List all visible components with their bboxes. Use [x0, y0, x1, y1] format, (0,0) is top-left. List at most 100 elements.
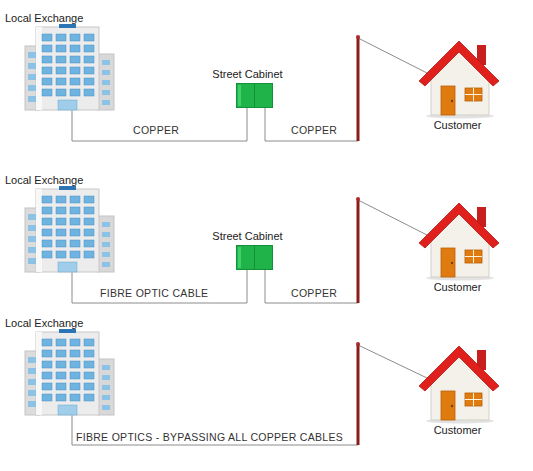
entrance: [58, 100, 77, 110]
window: [70, 394, 80, 401]
window: [42, 89, 52, 96]
window: [102, 365, 110, 370]
window-bar: [465, 256, 482, 257]
window: [84, 56, 94, 63]
window: [56, 372, 66, 379]
window: [56, 339, 66, 346]
window: [102, 395, 110, 400]
exchange-building: [25, 24, 115, 110]
node-label: Street Cabinet: [205, 230, 290, 243]
cabinet-highlight: [238, 85, 241, 106]
window: [102, 232, 110, 237]
door: [441, 86, 455, 115]
street-cabinet: [236, 83, 273, 108]
door-knob: [451, 262, 453, 264]
roof-sign: [59, 24, 76, 28]
window: [102, 60, 110, 65]
node-label: Local Exchange: [5, 174, 120, 187]
node-label: Local Exchange: [5, 12, 120, 25]
window: [28, 401, 36, 407]
door-knob: [451, 405, 453, 407]
right-wing: [98, 54, 114, 110]
street-cabinet: [236, 245, 273, 270]
roof-sign: [59, 186, 76, 190]
customer-node: Customer: [415, 340, 500, 437]
exchange-node: Local Exchange: [5, 174, 120, 272]
window: [84, 394, 94, 401]
window: [42, 394, 52, 401]
window: [42, 229, 52, 236]
window: [56, 229, 66, 236]
window: [102, 405, 110, 410]
window: [84, 34, 94, 41]
node-label: Customer: [415, 424, 500, 437]
window: [28, 96, 36, 102]
window: [56, 89, 66, 96]
window: [28, 368, 36, 374]
window: [28, 63, 36, 69]
door: [441, 391, 455, 420]
window: [28, 247, 36, 253]
window: [56, 207, 66, 214]
window: [70, 34, 80, 41]
pole-cap: [356, 197, 360, 201]
roof: [419, 346, 499, 391]
pole-cap: [356, 342, 360, 346]
window: [84, 218, 94, 225]
window: [102, 222, 110, 227]
window: [102, 80, 110, 85]
window: [42, 67, 52, 74]
cabinet-body: [237, 84, 273, 108]
window: [84, 89, 94, 96]
exchange-node: Local Exchange: [5, 12, 120, 110]
window: [42, 78, 52, 85]
window-bar: [465, 94, 482, 95]
window: [56, 218, 66, 225]
roof: [419, 203, 499, 248]
window: [56, 383, 66, 390]
window: [70, 56, 80, 63]
window: [56, 394, 66, 401]
entrance: [58, 405, 77, 415]
window: [42, 251, 52, 258]
customer-node: Customer: [415, 35, 500, 132]
pole-cap: [356, 35, 360, 39]
tower-highlight: [36, 189, 42, 272]
window: [28, 52, 36, 58]
window: [102, 242, 110, 247]
window: [28, 214, 36, 220]
window: [70, 67, 80, 74]
cable-label: COPPER: [291, 124, 337, 136]
cabinet-door-split: [254, 84, 255, 107]
window: [70, 45, 80, 52]
window: [84, 361, 94, 368]
roof: [419, 41, 499, 86]
window: [84, 196, 94, 203]
cable-label: FIBRE OPTICS - BYPASSING ALL COPPER CABL…: [76, 431, 343, 443]
window: [28, 74, 36, 80]
window: [42, 240, 52, 247]
exchange-building: [25, 329, 115, 415]
entrance: [58, 262, 77, 272]
tower-highlight: [36, 27, 42, 110]
window: [84, 207, 94, 214]
cabinet-door-split: [254, 246, 255, 269]
window: [42, 218, 52, 225]
window: [102, 70, 110, 75]
node-label: Customer: [415, 119, 500, 132]
telegraph-pole: [357, 37, 360, 141]
window: [84, 67, 94, 74]
window: [70, 251, 80, 258]
main-tower: [36, 27, 99, 110]
customer-node: Customer: [415, 197, 500, 294]
window: [56, 78, 66, 85]
main-tower: [36, 189, 99, 272]
window: [70, 89, 80, 96]
window: [28, 258, 36, 264]
cable-connector: [72, 108, 247, 141]
window: [42, 34, 52, 41]
window: [42, 339, 52, 346]
window: [84, 372, 94, 379]
customer-house: [415, 340, 500, 424]
